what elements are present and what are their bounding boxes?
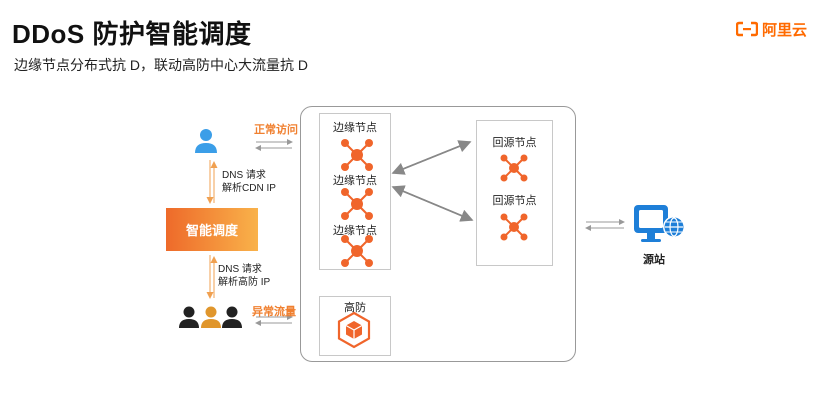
abnormal-traffic-label: 异常流量 (252, 306, 296, 318)
origin-node-label: 回源节点 (492, 137, 537, 149)
user-icon (195, 129, 217, 153)
edge-origin-arrows (391, 140, 474, 222)
page-title: DDoS 防护智能调度 (12, 19, 252, 49)
dns-high-defense-arrows (206, 255, 218, 299)
edge-node-label: 边缘节点 (333, 122, 377, 134)
normal-access-label: 正常访问 (254, 124, 298, 136)
normal-access-arrows (255, 139, 293, 151)
dns-cdn-text: DNS 请求 解析CDN IP (222, 170, 276, 194)
dns-high-defense-text: DNS 请求 解析高防 IP (218, 264, 271, 288)
edge-node-icon (341, 139, 373, 171)
origin-server-icon (634, 205, 685, 242)
attackers-icon (179, 306, 242, 328)
origin-node-icon (500, 154, 528, 182)
origin-server-label: 源站 (643, 254, 665, 266)
origin-server-arrows (585, 219, 625, 231)
aliyun-bracket-icon (736, 21, 758, 37)
edge-node-label: 边缘节点 (333, 175, 377, 187)
logo-text: 阿里云 (762, 21, 808, 39)
origin-node-group (476, 120, 553, 266)
dns-cdn-arrows (206, 160, 218, 204)
edge-node-group (319, 113, 391, 270)
high-defense-icon (337, 311, 371, 349)
scheduler-label: 智能调度 (185, 223, 238, 238)
edge-node-icon (341, 188, 373, 220)
origin-node-icon (500, 213, 528, 241)
edge-node-label: 边缘节点 (333, 225, 377, 237)
page-subtitle: 边缘节点分布式抗 D，联动高防中心大流量抗 D (14, 57, 308, 73)
abnormal-traffic-arrows (255, 314, 293, 326)
aliyun-logo: 阿里云 (736, 18, 807, 40)
high-defense-label: 高防 (344, 302, 366, 314)
origin-node-label: 回源节点 (492, 195, 537, 207)
smart-scheduler-box: 智能调度 (166, 208, 258, 251)
edge-node-icon (341, 235, 373, 267)
